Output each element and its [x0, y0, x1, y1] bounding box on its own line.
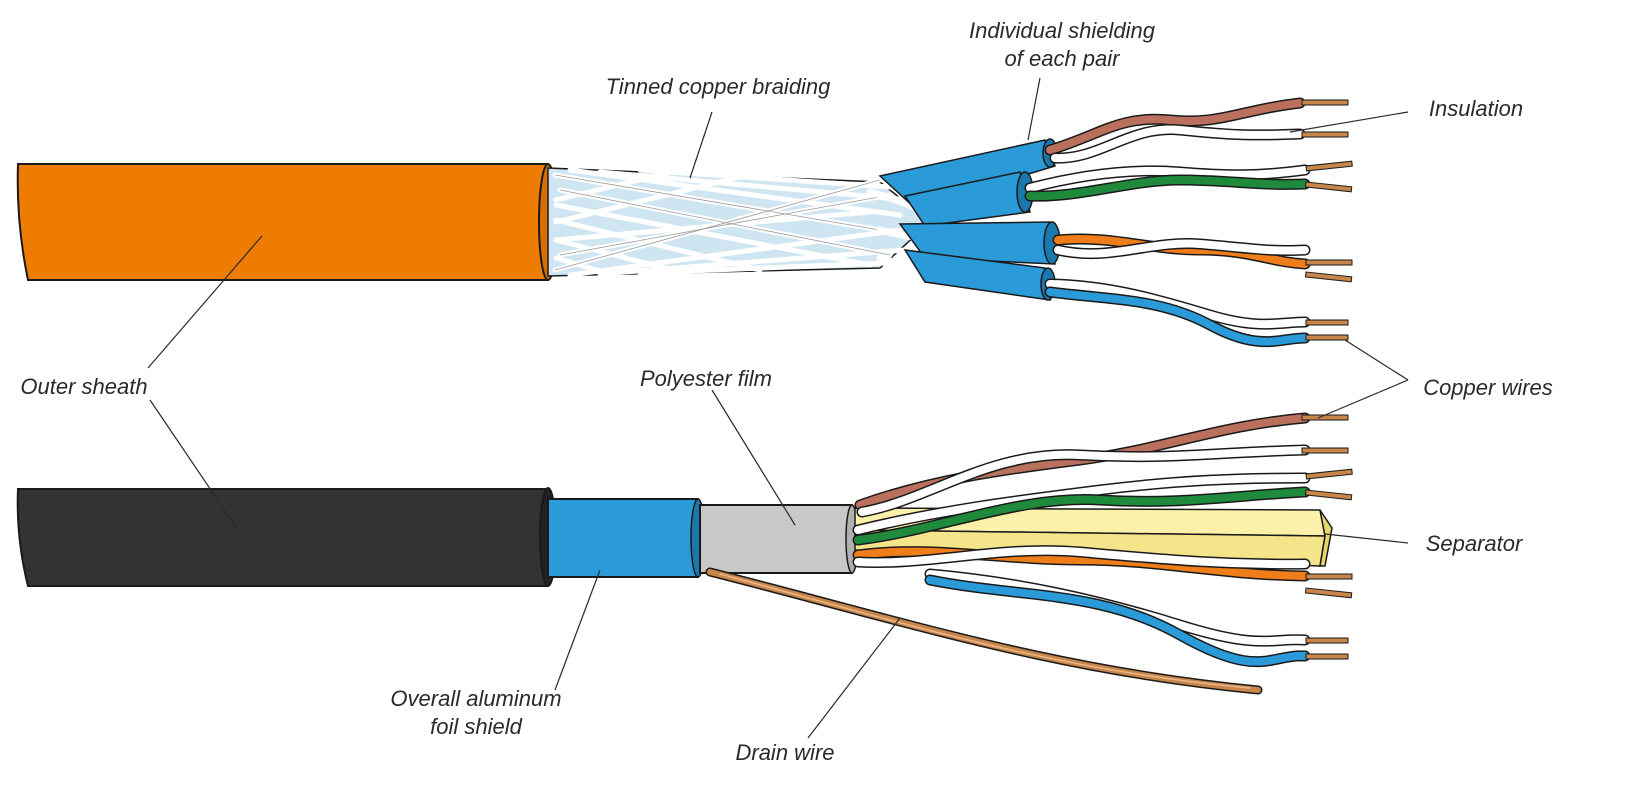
top-twisted-pairs	[1024, 97, 1311, 348]
polyester-film	[699, 504, 857, 574]
bottom-twisted-pairs	[852, 412, 1311, 668]
aluminum-foil-shield	[547, 498, 704, 578]
label-copper-wires: Copper wires	[1423, 375, 1553, 400]
labels: Individual shielding of each pair Tinned…	[20, 18, 1552, 765]
top-outer-sheath	[16, 163, 554, 281]
bottom-copper-ends	[1301, 414, 1353, 660]
label-individual-shielding-line1: Individual shielding	[969, 18, 1156, 43]
label-tinned-copper-braiding: Tinned copper braiding	[606, 74, 832, 99]
drain-wire	[705, 567, 1263, 695]
label-individual-shielding-line2: of each pair	[1005, 46, 1122, 71]
bottom-outer-sheath	[16, 488, 555, 587]
label-insulation: Insulation	[1429, 96, 1523, 121]
label-polyester-film: Polyester film	[640, 366, 772, 391]
label-drain-wire: Drain wire	[735, 740, 834, 765]
bottom-cable	[16, 412, 1353, 695]
label-overall-foil-line1: Overall aluminum	[390, 686, 561, 711]
tinned-copper-braid	[547, 167, 942, 278]
label-outer-sheath: Outer sheath	[20, 374, 147, 399]
label-separator: Separator	[1426, 531, 1524, 556]
label-overall-foil-line2: foil shield	[430, 714, 522, 739]
leader-lines	[147, 77, 1409, 739]
top-cable	[16, 97, 1353, 348]
top-copper-ends	[1301, 99, 1353, 341]
